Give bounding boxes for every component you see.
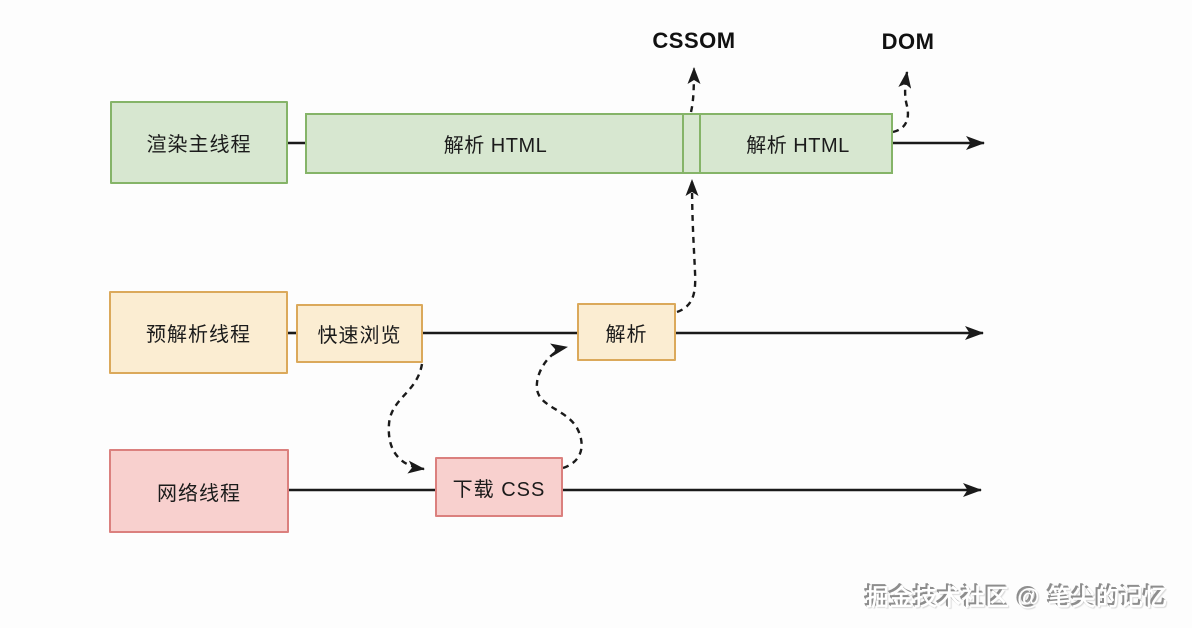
quick-scan-label: 快速浏览	[317, 325, 402, 347]
bar-divider-left	[682, 115, 684, 172]
dashed-arrow-bar-to-dom	[892, 71, 912, 134]
dashed-arrow-downloadcss-to-parse	[535, 343, 583, 470]
render-main-thread-box: 渲染主线程	[110, 101, 288, 184]
parse-label: 解析	[605, 323, 648, 346]
quick-scan-box: 快速浏览	[296, 304, 423, 363]
render-main-thread-label: 渲染主线程	[146, 134, 252, 156]
dashed-arrow-quickscan-to-downloadcss	[387, 363, 425, 474]
parse-html-segment-1-label: 解析 HTML	[443, 135, 548, 157]
network-thread-box: 网络线程	[109, 449, 289, 533]
parse-html-bar: 解析 HTML 解析 HTML	[305, 113, 893, 174]
network-thread-label: 网络线程	[157, 482, 241, 505]
preparse-thread-box: 预解析线程	[109, 291, 288, 374]
download-css-label: 下载 CSS	[452, 478, 546, 501]
preparse-thread-label: 预解析线程	[146, 324, 251, 346]
dashed-arrow-parse-to-bar	[676, 179, 699, 314]
parse-html-segment-2-label: 解析 HTML	[746, 135, 850, 157]
parse-box: 解析	[577, 303, 676, 361]
download-css-box: 下载 CSS	[435, 457, 563, 517]
watermark: 掘金技术社区 @ 笔尖的记忆	[865, 584, 1168, 610]
bar-divider-right	[699, 115, 701, 172]
dom-label: DOM	[881, 29, 935, 54]
cssom-label: CSSOM	[652, 28, 736, 53]
dashed-arrow-bar-to-cssom	[687, 67, 701, 113]
